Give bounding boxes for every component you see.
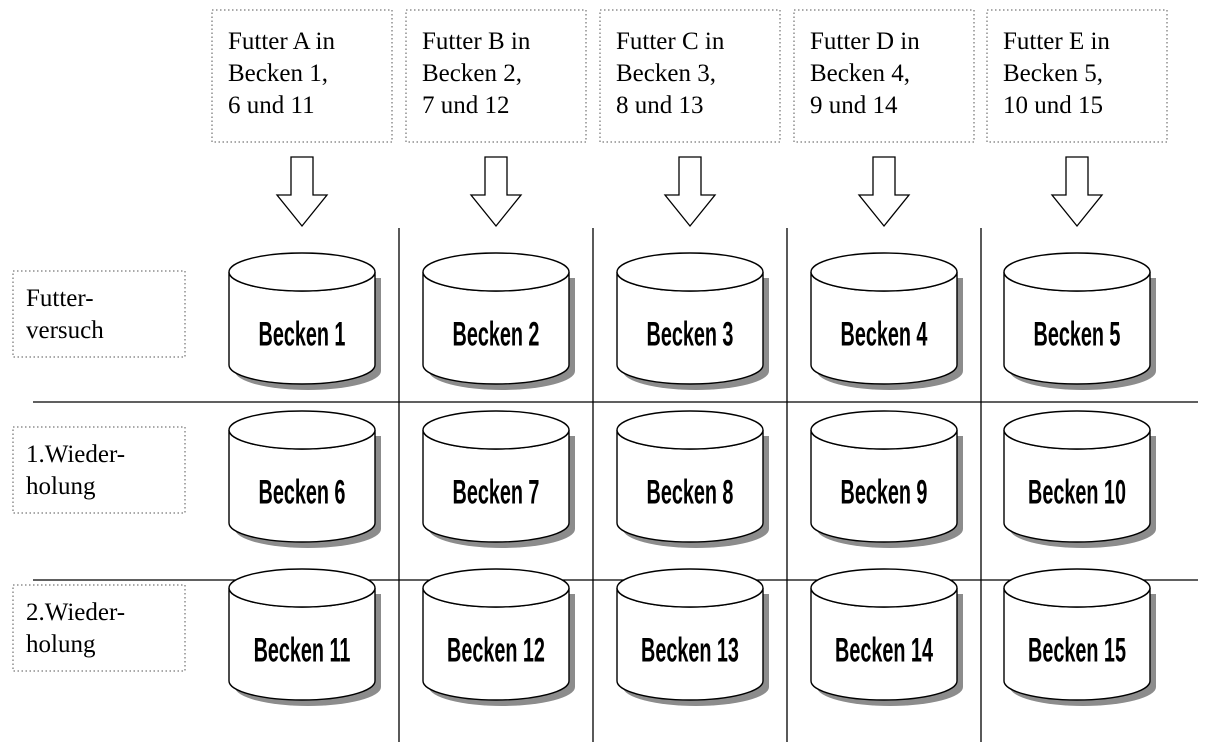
feed-box-text: 6 und 11 [228,92,315,119]
tank-label: Becken 12 [447,631,545,669]
grid-lines [33,228,1198,742]
tank-1: Becken 1 [228,252,381,390]
feed-box-text: 7 und 12 [422,92,510,119]
tank-top [422,410,570,450]
tank-label: Becken 10 [1028,473,1126,511]
tank-label: Becken 6 [259,473,346,511]
tank-top [1003,252,1151,292]
row-label-text: holung [26,631,96,658]
tank-label: Becken 2 [453,315,540,353]
arrows [275,156,1104,228]
tank-label: Becken 3 [647,315,734,353]
tank-4: Becken 4 [810,252,963,390]
row-label-text: versuch [26,317,104,344]
row-labels: Futter-versuch1.Wieder-holung2.Wieder-ho… [12,270,186,672]
feed-box-d: Futter D in Becken 4, 9 und 14 [793,9,975,143]
tank-top [228,568,376,608]
feed-box-text: Futter A in [228,28,335,55]
tank-top [810,568,958,608]
tanks: Becken 1 Becken 2 Becken 3 Becken 4 Becken 5… [228,252,1156,706]
row-label-border [12,584,186,672]
row-label-text: Futter- [26,285,94,312]
tank-top [422,568,570,608]
row-label-text: holung [26,473,96,500]
tank-2: Becken 2 [422,252,575,390]
tank-top [1003,568,1151,608]
tank-8: Becken 8 [616,410,769,548]
down-arrow-icon [275,156,329,228]
tank-10: Becken 10 [1003,410,1156,548]
down-arrow-icon [1050,156,1104,228]
feed-box-text: Futter C in [616,28,725,55]
feed-box-text: 10 und 15 [1003,92,1103,119]
tank-label: Becken 5 [1034,315,1121,353]
tank-label: Becken 4 [841,315,928,353]
feed-box-text: Futter E in [1003,28,1110,55]
feed-boxes: Futter A in Becken 1, 6 und 11 Futter B in B… [211,9,1168,143]
tank-top [228,410,376,450]
tank-top [228,252,376,292]
tank-top [1003,410,1151,450]
row-label-border [12,426,186,514]
row-label-border [12,270,186,358]
down-arrow-icon [469,156,523,228]
feed-box-e: Futter E in Becken 5, 10 und 15 [986,9,1168,143]
feed-box-text: Becken 5, [1003,60,1103,87]
tank-6: Becken 6 [228,410,381,548]
feed-box-text: Futter D in [810,28,920,55]
tank-top [616,252,764,292]
feed-box-text: Becken 1, [228,60,328,87]
tank-3: Becken 3 [616,252,769,390]
tank-label: Becken 9 [841,473,928,511]
down-arrow-icon [663,156,717,228]
tank-7: Becken 7 [422,410,575,548]
tank-label: Becken 1 [259,315,346,353]
row-label-3: 2.Wieder-holung [12,584,186,672]
feed-box-text: Becken 3, [616,60,716,87]
tank-11: Becken 11 [228,568,381,706]
feed-box-text: 9 und 14 [810,92,898,119]
tank-14: Becken 14 [810,568,963,706]
feed-box-text: Becken 4, [810,60,910,87]
tank-top [616,568,764,608]
row-label-text: 1.Wieder- [26,441,125,468]
down-arrow-icon [857,156,911,228]
tank-label: Becken 11 [254,631,351,669]
row-label-text: 2.Wieder- [26,599,125,626]
feed-box-c: Futter C in Becken 3, 8 und 13 [599,9,781,143]
tank-5: Becken 5 [1003,252,1156,390]
tank-13: Becken 13 [616,568,769,706]
tank-top [616,410,764,450]
tank-label: Becken 13 [641,631,739,669]
feed-box-text: Futter B in [422,28,531,55]
tank-top [422,252,570,292]
row-label-2: 1.Wieder-holung [12,426,186,514]
tank-15: Becken 15 [1003,568,1156,706]
feed-box-text: 8 und 13 [616,92,704,119]
tank-top [810,252,958,292]
tank-9: Becken 9 [810,410,963,548]
tank-label: Becken 7 [453,473,540,511]
tank-top [810,410,958,450]
row-label-1: Futter-versuch [12,270,186,358]
tank-12: Becken 12 [422,568,575,706]
feed-box-a: Futter A in Becken 1, 6 und 11 [211,9,393,143]
feed-box-text: Becken 2, [422,60,522,87]
feed-box-b: Futter B in Becken 2, 7 und 12 [405,9,587,143]
tank-label: Becken 14 [835,631,933,669]
tank-label: Becken 15 [1028,631,1126,669]
tank-label: Becken 8 [647,473,734,511]
